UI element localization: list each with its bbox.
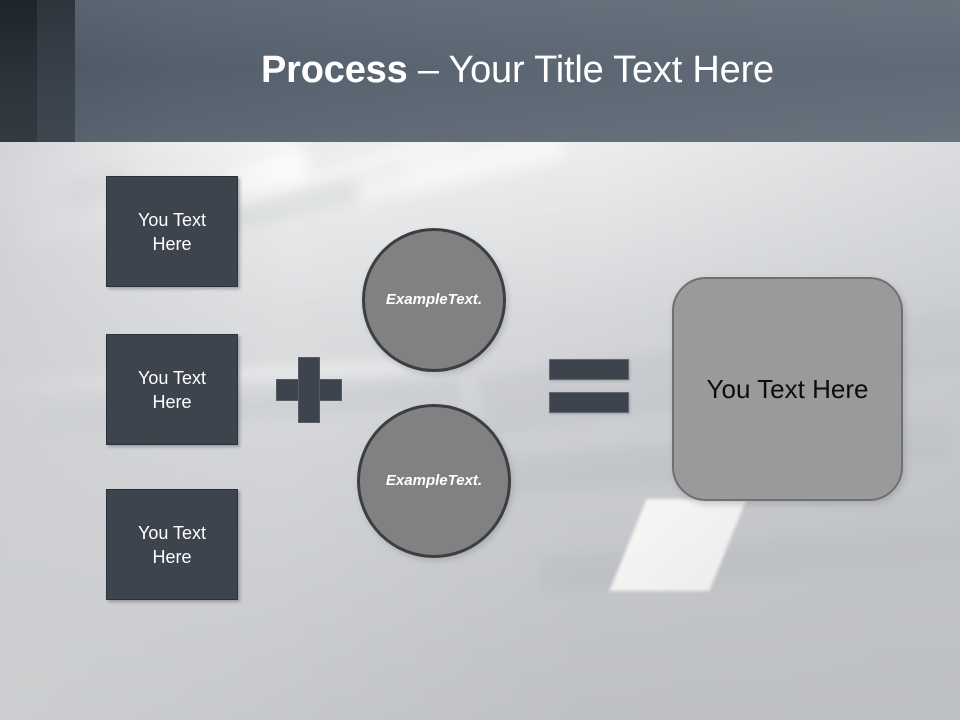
example-circle-1-label: ExampleText. bbox=[385, 291, 483, 308]
accent-band-dark bbox=[0, 0, 37, 142]
equals-icon bbox=[549, 359, 629, 413]
page-title-separator: – bbox=[407, 49, 449, 91]
example-circle-2-label: ExampleText. bbox=[385, 472, 483, 489]
equals-icon-top-bar bbox=[549, 359, 629, 380]
example-circle-1[interactable]: ExampleText. bbox=[362, 228, 506, 372]
page-title-regular: Your Title Text Here bbox=[448, 49, 774, 91]
result-box[interactable]: You Text Here bbox=[672, 277, 903, 501]
result-box-label: You Text Here bbox=[706, 373, 869, 404]
example-circle-2[interactable]: ExampleText. bbox=[357, 404, 511, 558]
header-sheen bbox=[75, 0, 960, 142]
page-title: Process – Your Title Text Here bbox=[75, 48, 960, 92]
plus-icon bbox=[276, 357, 342, 423]
equals-icon-bottom-bar bbox=[549, 392, 629, 413]
page-title-bold: Process bbox=[261, 49, 408, 91]
title-bar: Process – Your Title Text Here bbox=[0, 0, 960, 142]
accent-band-mid bbox=[37, 0, 75, 142]
plus-icon-center bbox=[299, 380, 319, 400]
